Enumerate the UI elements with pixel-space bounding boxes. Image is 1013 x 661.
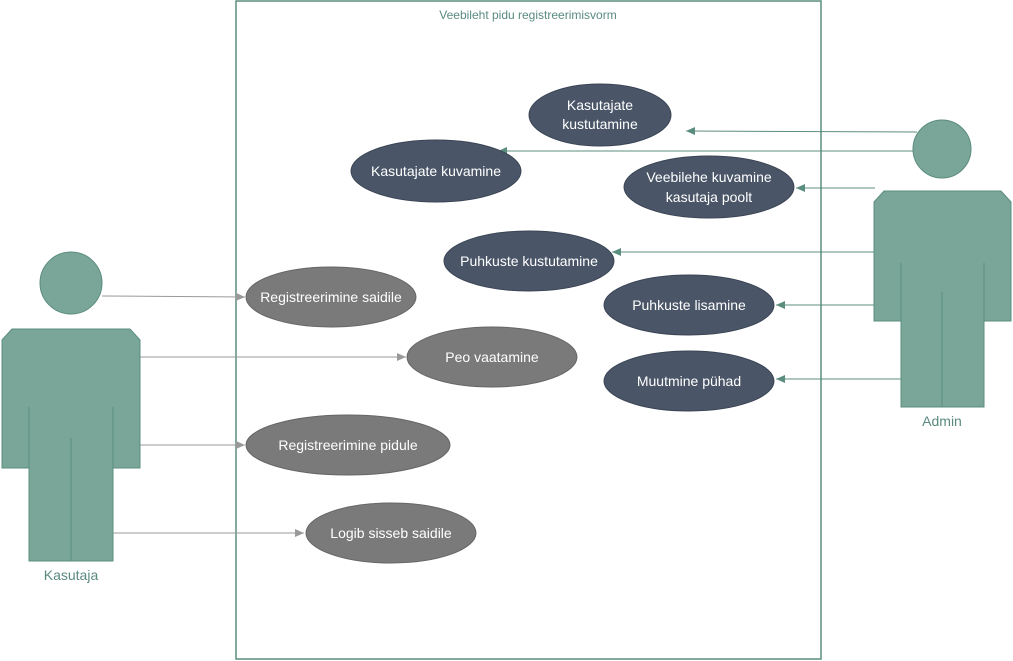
actor-admin-label: Admin [922, 413, 962, 429]
usecase-registreerimine-pidule-label: Registreerimine pidule [278, 437, 418, 453]
arrow-kasutaja-registreerimine-saidile [101, 292, 246, 301]
system-title: Veebileht pidu registreerimisvorm [439, 8, 616, 22]
usecase-registreerimine-pidule[interactable]: Registreerimine pidule [245, 414, 451, 476]
actor-admin-head [912, 119, 972, 179]
usecase-kasutajate-kuvamine[interactable]: Kasutajate kuvamine [350, 139, 522, 203]
usecase-veebilehe-kuvamine-line2: kasutaja poolt [666, 189, 753, 205]
actor-kasutaja-head [39, 251, 103, 315]
usecase-veebilehe-kuvamine[interactable]: Veebilehe kuvamine kasutaja poolt [623, 155, 795, 219]
usecase-veebilehe-kuvamine-line1: Veebilehe kuvamine [646, 169, 772, 185]
actor-kasutaja [1, 251, 141, 562]
usecase-logib-sisse-label: Logib sisseb saidile [330, 525, 452, 541]
usecase-puhkuste-lisamine-label: Puhkuste lisamine [632, 297, 746, 313]
usecase-kasutajate-kustutamine-line2: kustutamine [562, 116, 638, 132]
usecase-kasutajate-kuvamine-label: Kasutajate kuvamine [371, 163, 501, 179]
actor-kasutaja-label: Kasutaja [44, 567, 99, 583]
usecase-peo-vaatamine-label: Peo vaatamine [445, 349, 539, 365]
usecase-muutmine-puhad[interactable]: Muutmine pühad [603, 350, 775, 412]
usecase-puhkuste-kustutamine-label: Puhkuste kustutamine [460, 253, 598, 269]
usecase-logib-sisse[interactable]: Logib sisseb saidile [305, 502, 477, 564]
usecase-registreerimine-saidile[interactable]: Registreerimine saidile [245, 266, 417, 328]
usecase-puhkuste-lisamine[interactable]: Puhkuste lisamine [603, 274, 775, 336]
usecase-registreerimine-saidile-label: Registreerimine saidile [260, 289, 402, 305]
arrow-admin-kustutamine [685, 127, 918, 136]
usecase-kasutajate-kustutamine-line1: Kasutajate [567, 97, 633, 113]
usecase-muutmine-puhad-label: Muutmine pühad [637, 373, 741, 389]
usecase-puhkuste-kustutamine[interactable]: Puhkuste kustutamine [443, 230, 615, 292]
usecase-peo-vaatamine[interactable]: Peo vaatamine [406, 326, 578, 388]
usecase-kasutajate-kustutamine[interactable]: Kasutajate kustutamine [528, 83, 672, 147]
actor-admin [873, 119, 1012, 408]
system-boundary [235, 0, 822, 660]
